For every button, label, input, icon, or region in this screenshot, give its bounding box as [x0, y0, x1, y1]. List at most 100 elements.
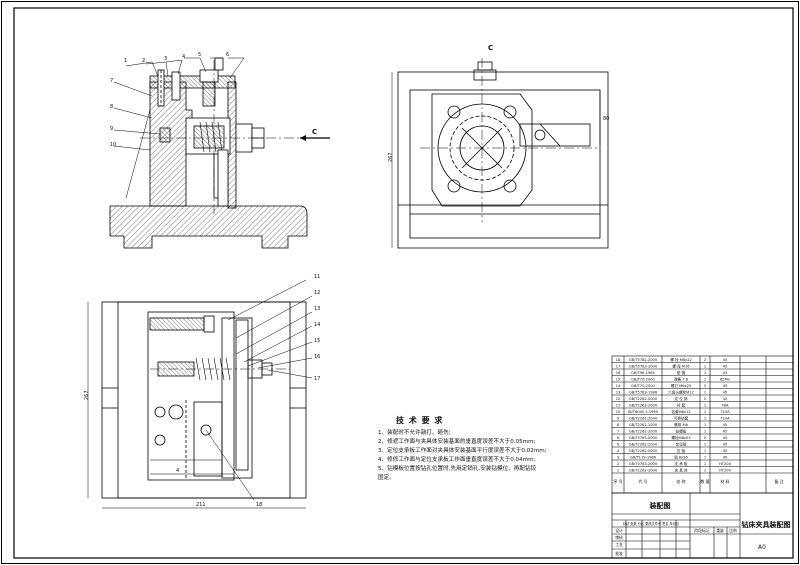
parts-cell-no: 7 [617, 429, 619, 433]
technical-note-3: 3、定位支承板工作面对夹具体安装基面平行度误差不大于0.02mm; [378, 448, 547, 455]
plan-view-leaders [205, 279, 313, 501]
parts-cell-mat: T10A [719, 410, 730, 414]
parts-cell-name: 螺钉 M6x25 [671, 383, 691, 388]
parts-cell-name: 垫 圈 [677, 370, 686, 375]
title-block-check: 审核 [615, 535, 623, 540]
parts-cell-qty: 2 [704, 358, 706, 362]
parts-cell-mat: HT200 [719, 462, 731, 466]
plan-view: 211 267 4 [84, 301, 307, 509]
parts-cell-qty: 1 [704, 377, 706, 381]
parts-cell-mat: 45 [723, 449, 728, 453]
parts-cell-no: 8 [617, 423, 620, 427]
title-block-drawing-name: 钻床夹具装配图 [742, 520, 791, 529]
front-callout-5: 5 [198, 52, 201, 58]
parts-cell-name: 定 位 销 [674, 396, 687, 401]
title-block-designer-row: 标记 处数 分区 更改文件号 签名 年月日 [623, 521, 679, 526]
parts-cell-code: GB/T2262-2000 [629, 429, 658, 433]
technical-notes-title: 技 术 要 求 [396, 416, 444, 425]
parts-header-no: 序 号 [613, 478, 622, 484]
parts-cell-no: 5 [617, 442, 619, 446]
parts-cell-code: GB/T2262-2000 [629, 403, 658, 407]
parts-cell-code: GB/T2262-2000 [629, 468, 658, 472]
parts-cell-name: 可换钻套 [674, 415, 689, 420]
parts-cell-code: GB/T5783-2000 [629, 364, 658, 368]
parts-cell-name: 支 承 板 [674, 461, 687, 466]
technical-notes: 技 术 要 求 1、装配时不允许敲打、砸伤; 2、修遮工作面与夹具体安装基面的垂… [378, 415, 618, 484]
parts-cell-code: GB/T5783-1986 [629, 390, 658, 394]
parts-cell-qty: 1 [704, 468, 706, 472]
inner-border [13, 7, 794, 559]
dim-side-left: 267 [388, 152, 394, 162]
parts-cell-name: 压 板 [677, 448, 686, 453]
parts-cell-mat: 45 [723, 364, 728, 368]
front-callout-4: 4 [182, 54, 185, 60]
parts-cell-name: 螺母 M6 [674, 422, 688, 427]
dim-plan-mid: 4 [176, 468, 179, 474]
parts-cell-mat: 45 [723, 371, 728, 375]
parts-cell-mat: 45 [723, 390, 728, 394]
parts-cell-mat: 45 [723, 455, 728, 459]
front-callout-1: 1 [124, 58, 127, 64]
title-block-left-title: 装配图 [649, 501, 671, 510]
parts-cell-name: 弹簧 7.6 [674, 376, 689, 381]
parts-cell-no: 3 [617, 455, 619, 459]
technical-note-4: 4、修修工作面与定位支承板工作面垂直度误差不大于0.04mm; [378, 457, 536, 464]
parts-cell-name: 螺 母 M16 [672, 363, 690, 368]
plan-callout-11: 11 [314, 274, 320, 280]
dim-side-right: 80 [603, 116, 609, 122]
parts-cell-qty: 2 [704, 436, 706, 440]
parts-cell-name: 衬 套 [677, 402, 686, 407]
parts-cell-name: 螺栓M8x25 [671, 435, 690, 440]
parts-cell-qty: 1 [704, 449, 706, 453]
parts-cell-qty: 1 [704, 371, 706, 375]
title-block-approve: 批准 [615, 551, 623, 556]
front-callout-7: 7 [110, 78, 113, 84]
dim-plan-height: 267 [84, 390, 90, 400]
parts-header-mat: 材 料 [720, 478, 729, 484]
parts-cell-qty: 1 [704, 410, 706, 414]
parts-cell-code: GB/T2262-2000 [629, 416, 658, 420]
parts-cell-no: 10 [616, 410, 621, 414]
parts-cell-no: 13 [616, 390, 621, 394]
technical-note-5: 5、钻模板位置按钻孔位置时,先用定销孔,安装钻模位、再配钻铰 [378, 466, 537, 473]
section-arrow-c: C [300, 128, 330, 141]
parts-cell-code: GB/T2262-2000 [629, 449, 658, 453]
plan-callout-15: 15 [314, 338, 320, 344]
technical-note-2: 2、修遮工作面与夹具体安装基面的垂直度误差不大于0.05mm; [378, 439, 536, 446]
parts-cell-mat: 45 [723, 442, 728, 446]
plan-callout-12: 12 [314, 290, 320, 296]
title-block [611, 492, 794, 559]
parts-cell-name: 六角头螺栓M12 [668, 389, 694, 394]
plan-callout-16: 16 [314, 354, 320, 360]
parts-cell-no: 1 [617, 468, 619, 472]
parts-cell-qty: 1 [704, 390, 706, 394]
parts-cell-qty: 2 [704, 397, 706, 401]
parts-cell-no: 16 [616, 371, 621, 375]
title-block-design: 设计 [615, 528, 623, 533]
front-section-view [109, 57, 310, 249]
parts-cell-mat: 45 [723, 436, 728, 440]
parts-header-name: 名 称 [676, 478, 685, 484]
parts-cell-code: GB/T2262-2000 [629, 442, 658, 446]
parts-cell-no: 4 [617, 449, 620, 453]
parts-cell-mat: 45 [723, 423, 728, 427]
parts-cell-mat: HT200 [719, 468, 731, 472]
front-callout-numbers: 1 2 3 4 5 6 7 8 9 10 [110, 52, 229, 148]
parts-cell-no: 9 [617, 416, 620, 420]
title-block-weight: 重量 [716, 528, 724, 533]
front-view-leaders [113, 57, 245, 199]
parts-cell-qty: 1 [704, 364, 706, 368]
front-callout-2: 2 [142, 58, 145, 64]
parts-cell-name: 螺 栓 M8x22 [670, 357, 692, 362]
parts-cell-code: GB/T5783-2000 [629, 436, 658, 440]
parts-cell-qty: 1 [704, 403, 706, 407]
parts-cell-qty: 1 [704, 416, 706, 420]
section-arrow-c-label: C [312, 128, 317, 136]
parts-cell-code: GB/T2262-2000 [629, 423, 658, 427]
parts-cell-no: 18 [616, 358, 621, 362]
parts-cell-mat: 45 [723, 358, 728, 362]
parts-cell-code: GB/T5783-2000 [629, 462, 658, 466]
